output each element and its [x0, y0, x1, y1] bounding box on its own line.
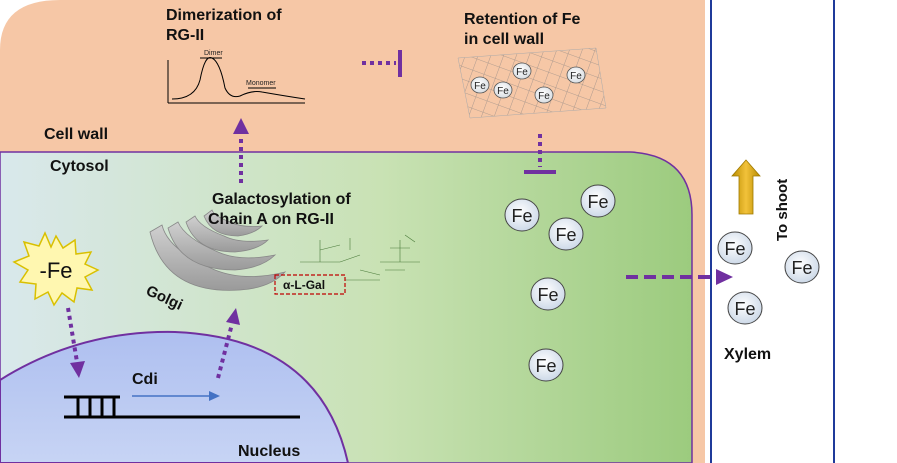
- nucleus: [0, 330, 350, 463]
- cell-wall-label: Cell wall: [44, 126, 108, 143]
- chromatogram: [167, 56, 306, 104]
- fe-ion-label: Fe: [511, 206, 532, 226]
- fe-ion-label: Fe: [538, 91, 550, 102]
- fe-ion-label: Fe: [791, 258, 812, 278]
- cell-wall-region: [0, 0, 705, 463]
- rg-ii-glycan-structure: [300, 234, 420, 281]
- fe-ion: [784, 250, 820, 284]
- xylem-fe-group: Fe Fe Fe: [717, 231, 820, 325]
- transcript-arrowhead: [209, 391, 220, 401]
- fe-ion-label: Fe: [587, 192, 608, 212]
- dimerization-title-line2: RG-II: [166, 27, 204, 44]
- dna-rungs: [76, 397, 116, 417]
- fe-ion-label: Fe: [537, 285, 558, 305]
- fe-ion: [717, 231, 753, 265]
- to-shoot-label: To shoot: [774, 179, 791, 241]
- arrowhead-nucleus: [70, 361, 85, 378]
- retention-title-line2: in cell wall: [464, 31, 544, 48]
- to-shoot-arrow: [731, 159, 761, 215]
- galactosylation-title-line1: Galactosylation of: [212, 191, 351, 208]
- arrowhead-golgi: [226, 308, 240, 325]
- xylem-label: Xylem: [724, 346, 771, 363]
- arrowhead-xylem: [716, 269, 733, 285]
- fe-ion: [512, 62, 532, 80]
- fe-ion: [727, 291, 763, 325]
- fe-ion-label: Fe: [724, 239, 745, 259]
- fe-ion-label: Fe: [535, 356, 556, 376]
- fe-ion-label: Fe: [570, 71, 582, 82]
- golgi-apparatus: [149, 209, 287, 291]
- monomer-peak-label: Monomer: [246, 80, 276, 87]
- arrowhead-dimerization: [233, 118, 249, 134]
- dimer-peak-label: Dimer: [204, 50, 223, 57]
- fe-ion-label: Fe: [497, 86, 509, 97]
- sugar-label-box: [274, 274, 346, 295]
- fe-ion-label: Fe: [734, 299, 755, 319]
- fe-ion: [493, 81, 513, 99]
- fe-ion-label: Fe: [474, 81, 486, 92]
- arrow-nucleus-to-golgi: [216, 323, 234, 379]
- mesh-fe-group: Fe Fe Fe Fe Fe: [470, 62, 586, 104]
- cell-wall-mesh: [457, 47, 607, 119]
- fe-ion-label: Fe: [516, 67, 528, 78]
- retention-title-line1: Retention of Fe: [464, 11, 581, 28]
- gene-label: Cdi: [132, 371, 158, 388]
- cytosol-label: Cytosol: [50, 158, 109, 175]
- fe-ion: [528, 348, 564, 382]
- sugar-label: α-L-Gal: [283, 278, 325, 292]
- fe-ion: [566, 66, 586, 84]
- fe-ion: [504, 198, 540, 232]
- fe-ion: [548, 217, 584, 251]
- arrow-fe-to-nucleus: [66, 307, 79, 363]
- nucleus-label: Nucleus: [238, 443, 300, 460]
- fe-ion: [534, 86, 554, 104]
- fe-ion-label: Fe: [555, 225, 576, 245]
- fe-ion: [580, 184, 616, 218]
- galactosylation-title-line2: Chain A on RG-II: [208, 211, 334, 228]
- dimerization-title-line1: Dimerization of: [166, 7, 282, 24]
- iron-deficiency-starburst: [12, 231, 100, 307]
- cytosol-fe-group: Fe Fe Fe Fe Fe: [504, 184, 616, 382]
- fe-ion: [530, 277, 566, 311]
- iron-deficiency-label: -Fe: [40, 258, 73, 283]
- fe-ion: [470, 76, 490, 94]
